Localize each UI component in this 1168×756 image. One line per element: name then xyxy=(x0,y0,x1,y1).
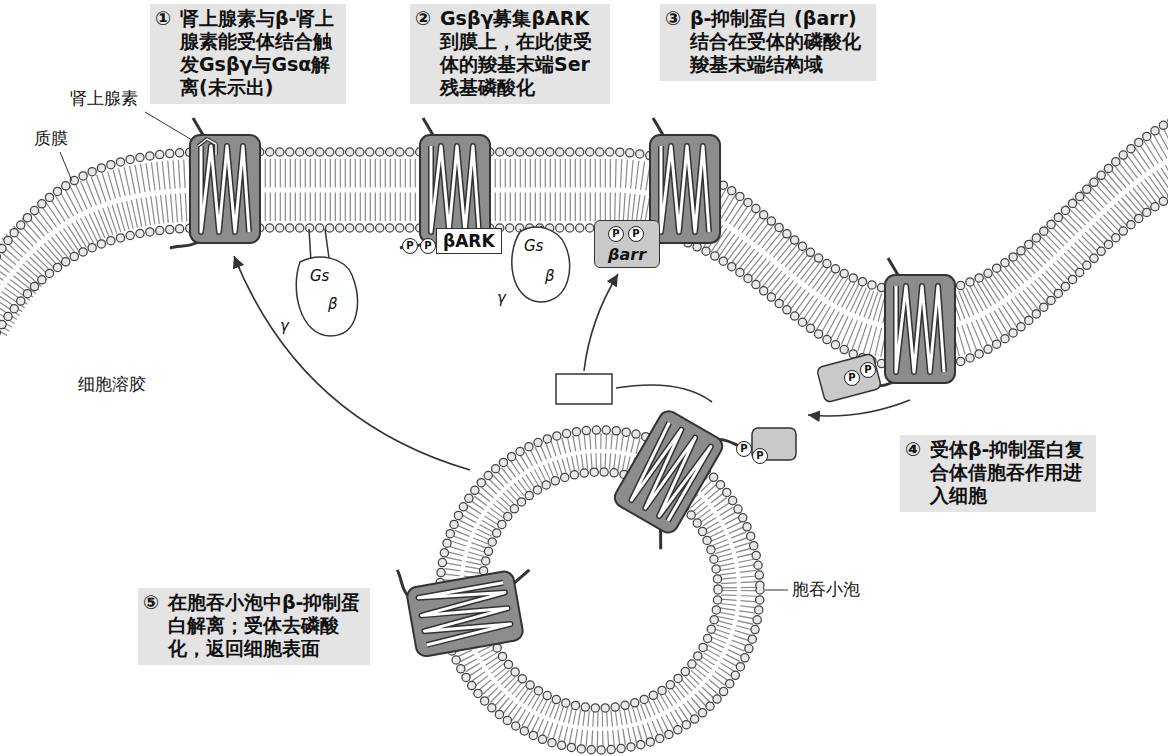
arrestin-shape xyxy=(816,353,881,403)
receptor-symbol xyxy=(603,403,746,561)
plasma-membrane xyxy=(0,112,1168,368)
phosphate-mark: P xyxy=(608,226,624,242)
flow-line xyxy=(616,385,712,402)
head-outline xyxy=(0,112,1168,292)
node-text: Gsβγ募集βARK到膜上，在此使受体的羧基末端Ser残基磷酸化 xyxy=(440,7,604,99)
phosphate-mark: P xyxy=(402,238,418,254)
subunit-label: γ xyxy=(497,288,506,309)
flow-arrow xyxy=(808,400,910,416)
leader-line xyxy=(145,112,192,140)
step-callout: ① 肾上腺素与β-肾上腺素能受体结合触发Gsβγ与Gsα解离(未示出) xyxy=(150,4,346,104)
receptor-symbol xyxy=(170,118,260,248)
phosphate-mark: P xyxy=(844,370,860,386)
node-text: β-抑制蛋白 (βarr) 结合在受体的磷酸化羧基末端结构域 xyxy=(690,7,870,76)
subunit-label: Gs xyxy=(310,266,329,287)
arrestin-box: βarr xyxy=(594,220,660,268)
head-fill xyxy=(0,112,1168,292)
phosphate-mark: P xyxy=(628,226,644,242)
bilayer-midline xyxy=(0,150,1168,330)
step-callout: ⑤ 在胞吞小泡中β-抑制蛋白解离；受体去磷酸化，返回细胞表面 xyxy=(138,588,370,665)
subunit-label: γ xyxy=(280,316,289,337)
head-outline xyxy=(0,188,1168,368)
flow-arrow xyxy=(584,274,618,371)
subunit-label: Gs xyxy=(524,236,543,257)
part-label: 肾上腺素 xyxy=(70,88,138,109)
g-protein-blob xyxy=(296,257,357,336)
subunit-label: β xyxy=(545,266,555,287)
callout-number: ④ xyxy=(905,438,921,461)
subunit-label: β xyxy=(328,294,338,315)
phosphate-mark: P xyxy=(752,448,768,464)
step-callout: ③ β-抑制蛋白 (βarr) 结合在受体的磷酸化羧基末端结构域 xyxy=(660,4,876,81)
receptor-symbol xyxy=(397,547,541,658)
g-protein-blob xyxy=(512,227,570,302)
ligand xyxy=(198,139,216,155)
inner-heads xyxy=(0,188,1168,368)
recycle-arrow xyxy=(234,256,470,470)
step-callout: ④ 受体β-抑制蛋白复合体借胞吞作用进入细胞 xyxy=(900,435,1096,512)
phosphate-mark: P xyxy=(736,441,752,457)
receptor-symbol xyxy=(865,258,955,388)
callout-number: ③ xyxy=(665,7,681,30)
empty-box xyxy=(556,374,612,404)
callout-number: ① xyxy=(155,7,171,30)
outer-heads xyxy=(0,112,1168,292)
ligand xyxy=(198,139,216,155)
node-text: 受体β-抑制蛋白复合体借胞吞作用进入细胞 xyxy=(930,438,1090,507)
lipid-tails xyxy=(0,150,1168,330)
part-label: 胞吞小泡 xyxy=(792,579,860,600)
kinase-box: βARK xyxy=(436,228,502,254)
step-callout: ② Gsβγ募集βARK到膜上，在此使受体的羧基末端Ser残基磷酸化 xyxy=(410,4,610,104)
head-fill xyxy=(0,188,1168,368)
part-label: 质膜 xyxy=(34,128,68,149)
callout-number: ② xyxy=(415,7,431,30)
phosphate-mark: P xyxy=(860,362,876,378)
phosphate-mark: P xyxy=(420,238,436,254)
callout-number: ⑤ xyxy=(143,591,159,614)
region-label: 细胞溶胶 xyxy=(78,374,146,395)
leader-line xyxy=(60,152,72,181)
leader-line xyxy=(765,590,788,591)
node-text: 在胞吞小泡中β-抑制蛋白解离；受体去磷酸化，返回细胞表面 xyxy=(168,591,364,660)
node-text: 肾上腺素与β-肾上腺素能受体结合触发Gsβγ与Gsα解离(未示出) xyxy=(180,7,340,99)
node-text: βarr xyxy=(599,245,655,265)
node-text: βARK xyxy=(443,230,495,252)
